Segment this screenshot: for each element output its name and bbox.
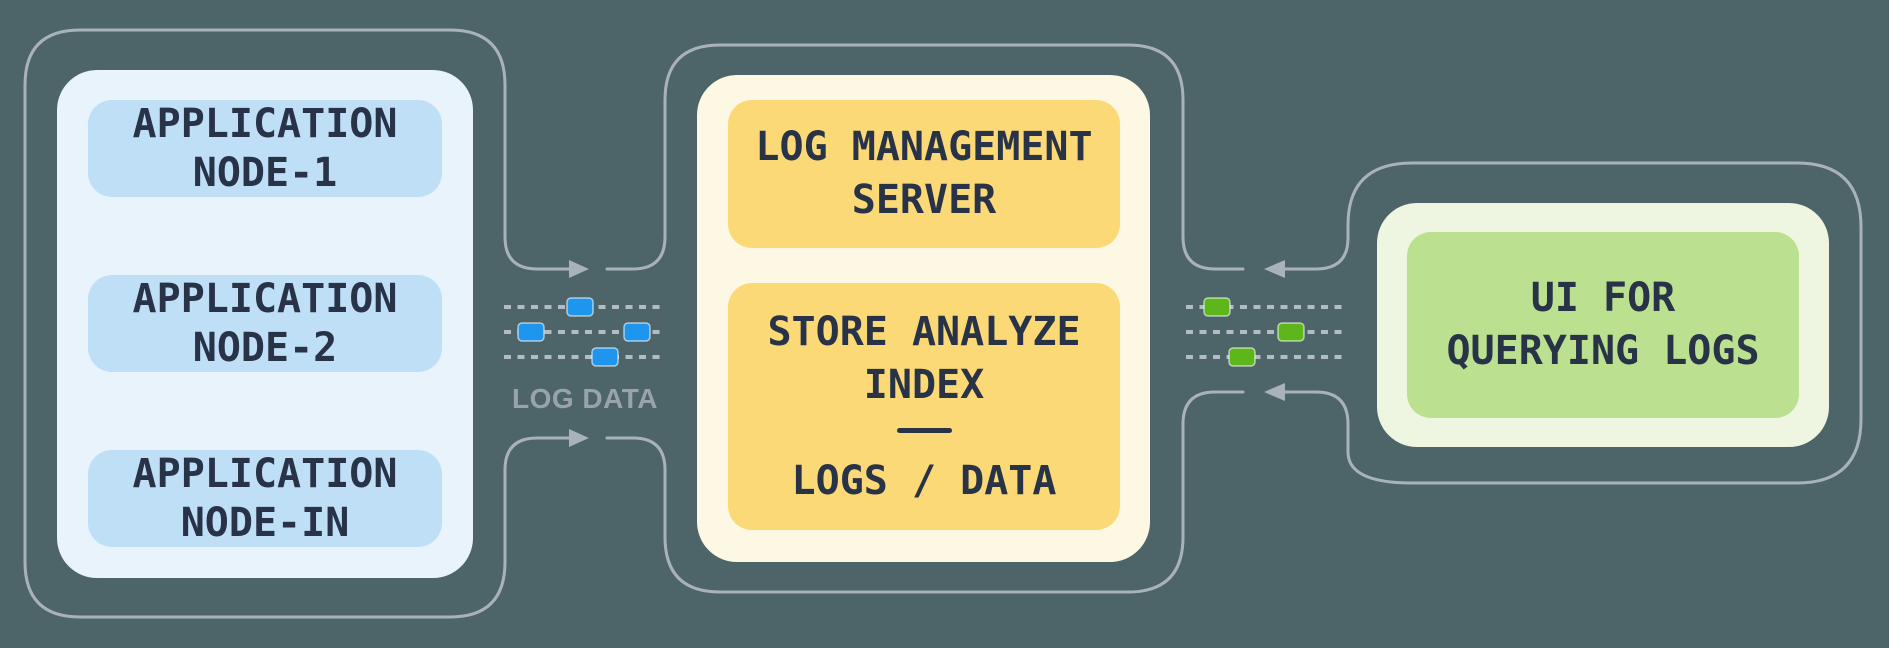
divider-line xyxy=(896,427,952,433)
store-label-line: STORE ANALYZE xyxy=(767,308,1081,355)
middle-group-outline-bottom xyxy=(605,390,1245,594)
log-packet-blue xyxy=(623,322,651,342)
log-packet-green xyxy=(1203,297,1231,317)
middle-group-outline-top xyxy=(605,43,1245,271)
log-packet-blue xyxy=(591,347,619,367)
ui-label-line: QUERYING LOGS xyxy=(1446,328,1760,374)
node-label-line: APPLICATION xyxy=(132,450,398,497)
server-label-line: LOG MANAGEMENT xyxy=(755,124,1093,170)
ui-for-querying-logs-box: UI FOR QUERYING LOGS xyxy=(1407,232,1799,418)
store-label-line: INDEX xyxy=(863,361,985,408)
application-node-n-box: APPLICATION NODE-IN xyxy=(88,450,442,547)
log-packet-green xyxy=(1228,347,1256,367)
left-group-outline xyxy=(23,28,572,619)
server-label-line: SERVER xyxy=(851,177,997,223)
log-management-server-box: LOG MANAGEMENT SERVER xyxy=(728,100,1120,248)
flow-arrow-left-bottom-icon xyxy=(1264,383,1285,401)
node-label-line: APPLICATION xyxy=(132,275,398,322)
log-packet-blue xyxy=(517,322,545,342)
log-data-label: LOG DATA xyxy=(511,383,659,414)
store-analyze-index-box: STORE ANALYZE INDEX LOGS / DATA xyxy=(728,283,1120,530)
application-node-2-box: APPLICATION NODE-2 xyxy=(88,275,442,372)
log-packet-blue xyxy=(566,297,594,317)
node-label-line: APPLICATION xyxy=(132,100,398,147)
node-label-line: NODE-1 xyxy=(192,149,338,196)
ui-label-line: UI FOR xyxy=(1530,275,1676,321)
application-node-1-box: APPLICATION NODE-1 xyxy=(88,100,442,197)
flow-arrow-left-top-icon xyxy=(1264,260,1285,278)
node-label-line: NODE-IN xyxy=(180,499,350,546)
log-packet-green xyxy=(1277,322,1305,342)
flow-arrow-right-top-icon xyxy=(569,260,589,278)
store-label-line: LOGS / DATA xyxy=(791,457,1057,504)
node-label-line: NODE-2 xyxy=(192,324,338,371)
flow-arrow-right-bottom-icon xyxy=(569,429,589,447)
right-group-outline xyxy=(1283,161,1863,485)
